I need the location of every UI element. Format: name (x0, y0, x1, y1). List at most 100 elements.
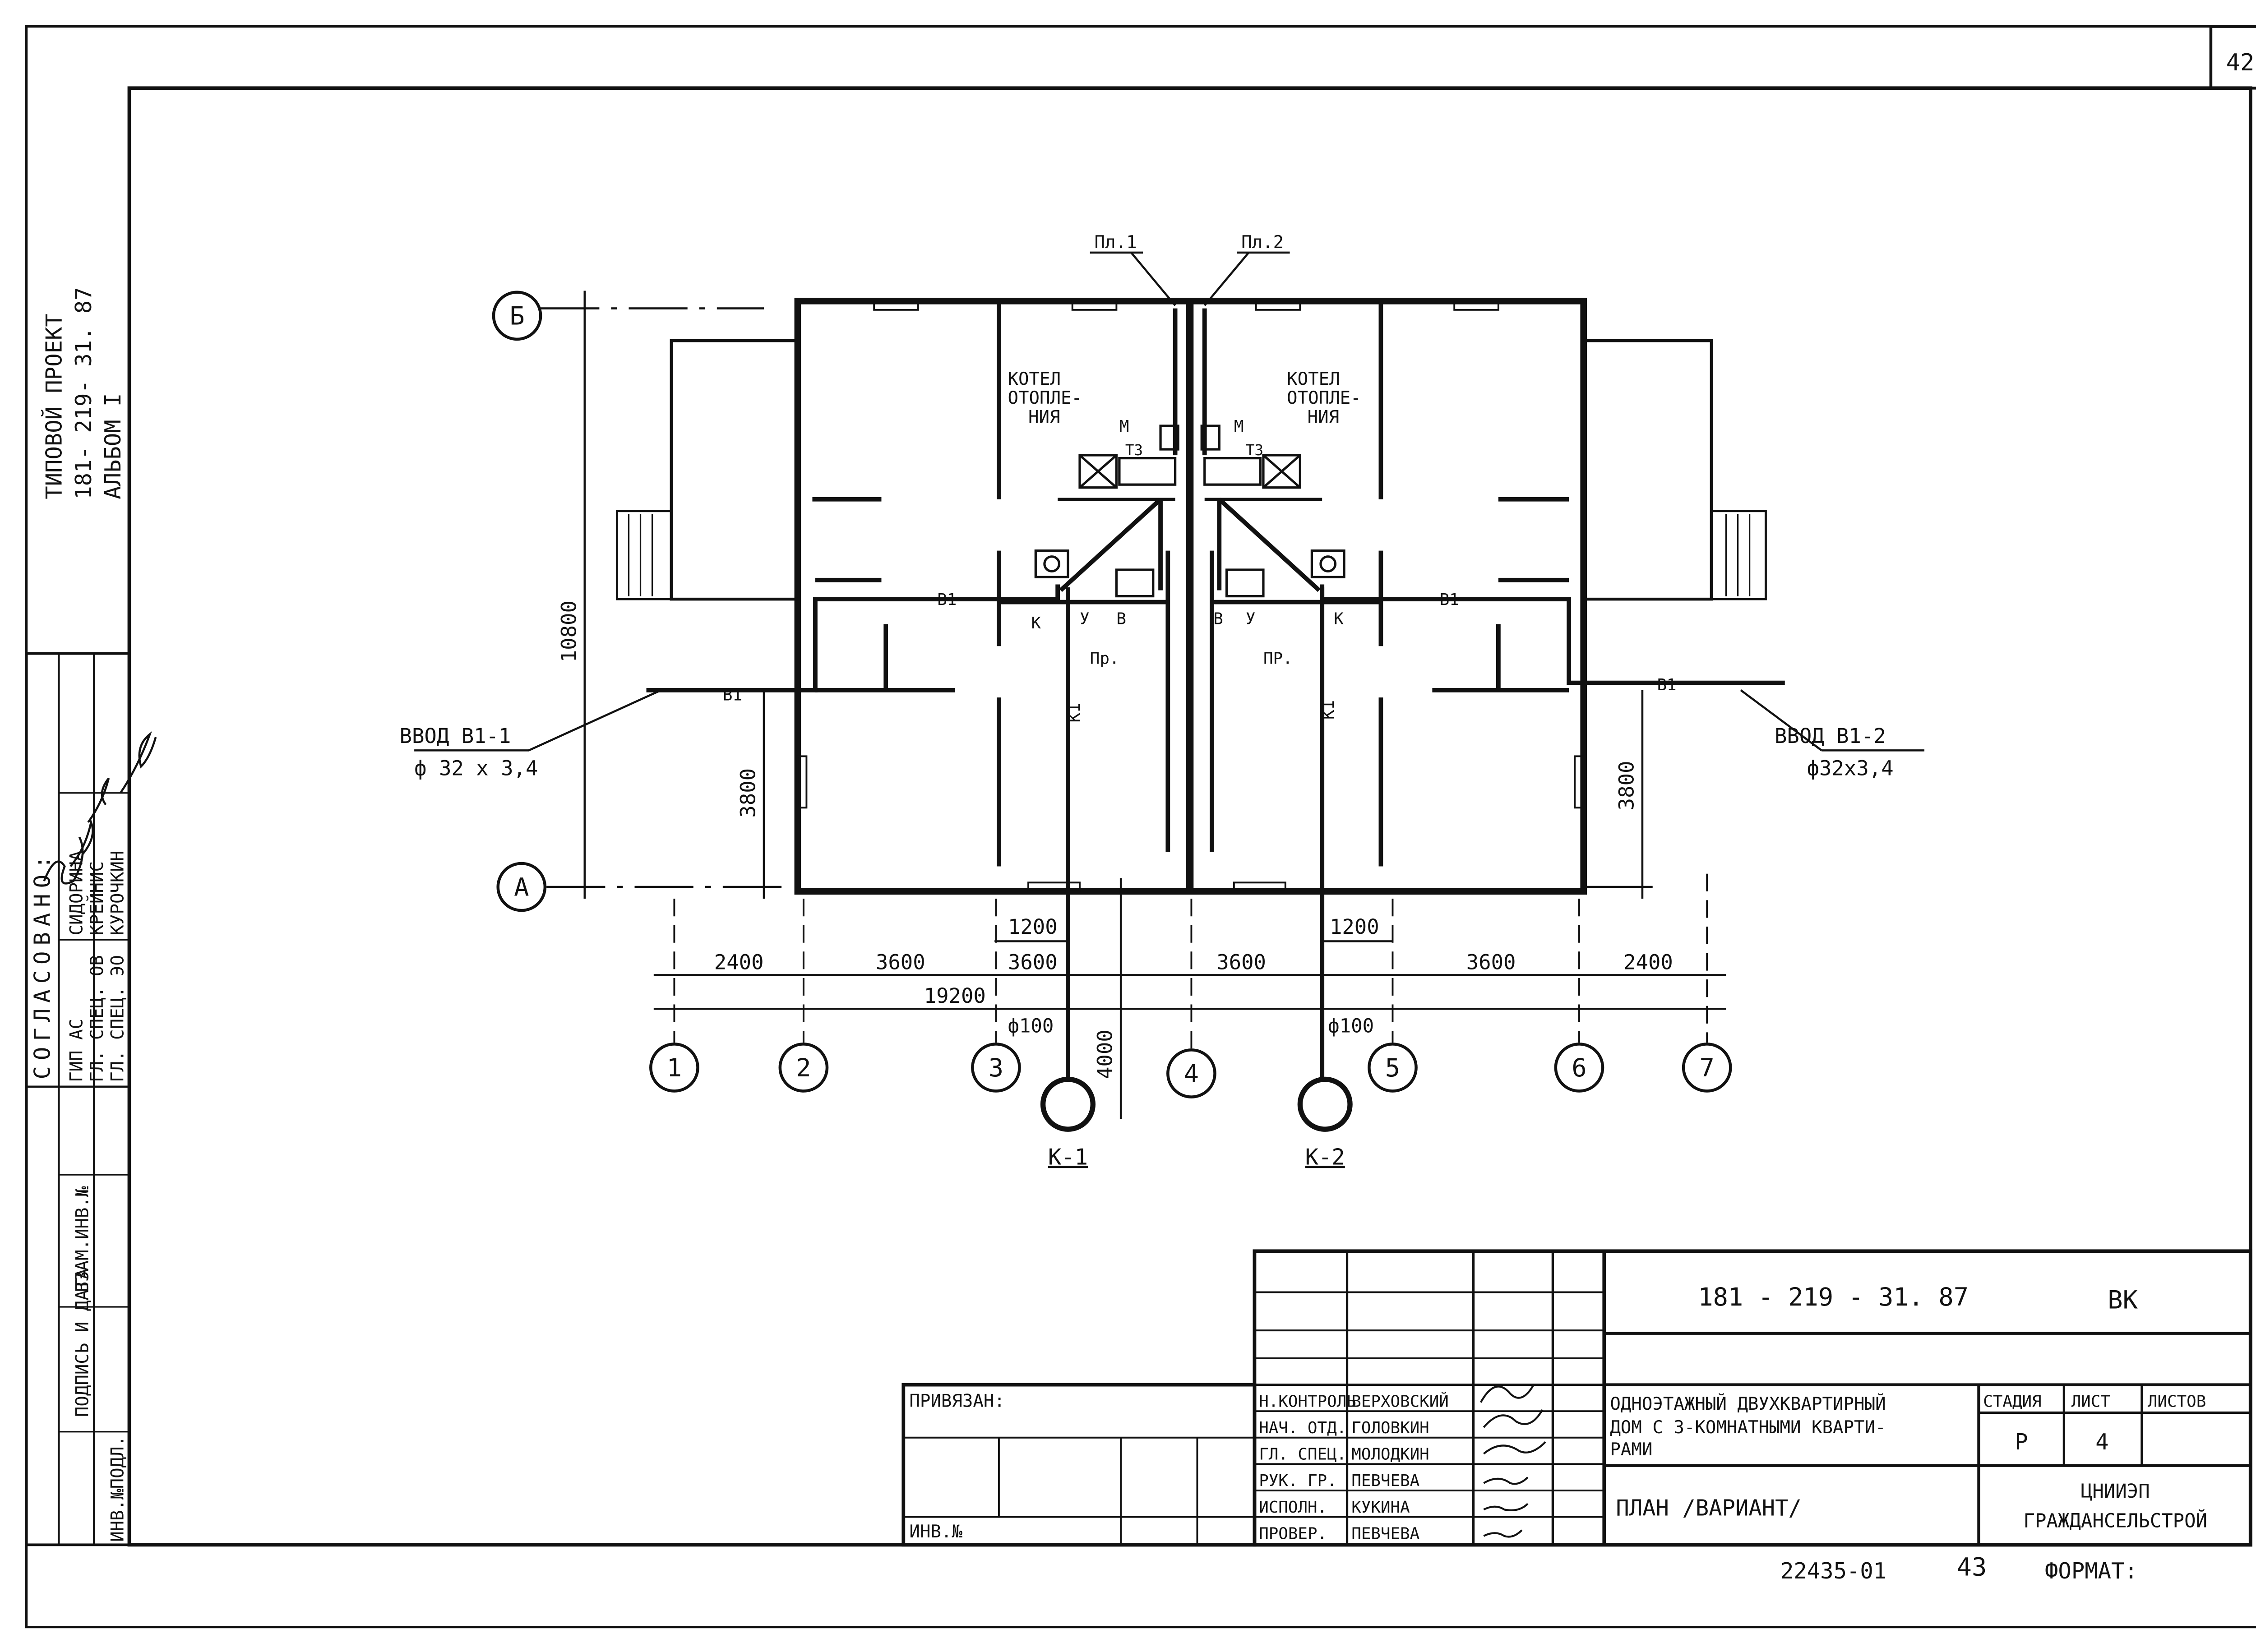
signature-mark (43, 819, 94, 885)
tb-org-1: ЦНИИЭП (2081, 1480, 2150, 1502)
m-label-left: М (1119, 417, 1129, 436)
inv-col-2: ПОДПИСЬ И ДАТА (72, 1269, 92, 1417)
axis-1: 1 (667, 1054, 682, 1083)
b1-left-inlet: В1 (723, 686, 742, 705)
pr-left: Пр. (1090, 649, 1119, 668)
tb-name-6: ПЕВЧЕВА (1351, 1524, 1419, 1543)
dim-1200-left: 1200 (1008, 915, 1058, 939)
dim-1200-right: 1200 (1330, 915, 1379, 939)
inv-col-1: ВЗАМ.ИНВ.№ (72, 1186, 92, 1292)
boiler-left-l3: НИЯ (1028, 407, 1060, 427)
well-k2 (1297, 1076, 1353, 1132)
pipe-d2: ф100 (1328, 1015, 1374, 1037)
boiler-right-l2: ОТОПЛЕ- (1287, 388, 1361, 408)
axis-grid: Б А 1 2 3 4 5 6 7 (492, 291, 1732, 1098)
axis-b: Б (509, 302, 524, 331)
axis-5: 5 (1385, 1054, 1400, 1083)
v-label-right: В (1213, 609, 1223, 628)
k1-right: К1 (1319, 700, 1338, 720)
sheet-number: 42 (2226, 49, 2255, 76)
tb-sheet-label: ЛИСТ (2071, 1392, 2110, 1411)
title-block (901, 1249, 2252, 1547)
pr-right: ПР. (1263, 649, 1293, 668)
well-k1 (1040, 1076, 1096, 1132)
agreement-block: СОГЛАСОВАНО: ГИП АС СИДОРИНА ГЛ. СПЕЦ. О… (25, 652, 157, 1546)
axis-6: 6 (1572, 1054, 1586, 1083)
u-label-right: У (1246, 609, 1256, 628)
dim-3800-right: 3800 (1614, 761, 1638, 811)
project-line2: 181- 219- 31. 87 (71, 287, 97, 499)
tb-desc-2: ДОМ С 3-КОМНАТНЫМИ КВАРТИ- (1610, 1417, 1886, 1438)
axis-3: 3 (989, 1054, 1003, 1083)
inlet1-size: ф 32 х 3,4 (414, 757, 538, 780)
format-label: ФОРМАТ: (2045, 1558, 2138, 1584)
agreed-name-3: КУРОЧКИН (107, 850, 128, 935)
tb-mark: ВК (2108, 1286, 2138, 1315)
tb-name-5: КУКИНА (1351, 1498, 1410, 1517)
tb-name-2: ГОЛОВКИН (1351, 1419, 1429, 1437)
dim-total: 19200 (924, 984, 986, 1008)
page-code: 22435-01 (1780, 1558, 1886, 1584)
tb-org-2: ГРАЖДАНСЕЛЬСТРОЙ (2023, 1509, 2207, 1532)
boiler-right-l3: НИЯ (1308, 407, 1340, 427)
tb-role-5: ИСПОЛН. (1259, 1498, 1327, 1517)
tb-role-3: ГЛ. СПЕЦ. (1259, 1445, 1346, 1464)
tb-tied-label: ПРИВЯЗАН: (909, 1391, 1005, 1411)
tb-sheet-no: 4 (2095, 1429, 2108, 1455)
project-line1: ТИПОВОЙ ПРОЕКТ (42, 314, 67, 499)
boiler-right-l1: КОТЕЛ (1287, 369, 1340, 389)
dimension-lines (583, 291, 1726, 1119)
dim-3600-c: 3600 (1216, 950, 1266, 974)
dim-2400-left: 2400 (714, 950, 764, 974)
dim-4000: 4000 (1093, 1029, 1117, 1079)
dim-height: 10800 (557, 600, 581, 662)
riser-2-label: Пл.2 (1241, 232, 1284, 253)
axis-2: 2 (796, 1054, 811, 1083)
dim-2400-right: 2400 (1623, 950, 1673, 974)
tb-name-1: ВЕРХОВСКИЙ (1351, 1392, 1449, 1411)
v-label-left: В (1116, 609, 1126, 628)
well1-label: К-1 (1048, 1144, 1088, 1170)
k-label-left: К (1031, 614, 1041, 632)
boiler-equipment (1034, 425, 1345, 598)
floor-plan (414, 251, 1925, 1132)
b1-right-hall: В1 (1440, 591, 1459, 609)
agreed-title: СОГЛАСОВАНО: (30, 850, 55, 1080)
tb-role-1: Н.КОНТРОЛЬ (1259, 1392, 1356, 1411)
agreed-role-1: ГИП АС (66, 1019, 87, 1082)
well2-label: К-2 (1305, 1144, 1345, 1170)
axis-4: 4 (1184, 1060, 1199, 1089)
tb-desc-1: ОДНОЭТАЖНЫЙ ДВУХКВАРТИРНЫЙ (1610, 1393, 1886, 1414)
tb-sheets-label: ЛИСТОВ (2148, 1392, 2206, 1411)
signature-mark (1479, 1384, 1546, 1538)
agreed-role-2: ГЛ. СПЕЦ. ОВ (87, 955, 107, 1082)
tb-desc-3: РАМИ (1610, 1440, 1652, 1460)
dim-3600-b: 3600 (1008, 950, 1058, 974)
agreed-name-2: КРЕЙНИС (86, 861, 107, 936)
signature-mark (87, 731, 157, 823)
boiler-left-l2: ОТОПЛЕ- (1008, 388, 1082, 408)
t3-label-right: Т3 (1246, 442, 1263, 459)
tb-role-6: ПРОВЕР. (1259, 1524, 1327, 1543)
u-label-left: У (1080, 609, 1090, 628)
axis-7: 7 (1700, 1054, 1715, 1083)
agreed-role-3: ГЛ. СПЕЦ. ЭО (107, 955, 128, 1082)
t3-label-left: Т3 (1125, 442, 1143, 459)
project-line3: АЛЬБОМ I (100, 393, 126, 499)
tb-role-4: РУК. ГР. (1259, 1472, 1336, 1490)
inlet2-size: ф32х3,4 (1807, 757, 1894, 780)
riser-1-label: Пл.1 (1095, 232, 1137, 253)
inlet2-title: ВВОД В1-2 (1775, 724, 1886, 748)
tb-code: 181 - 219 - 31. 87 (1698, 1283, 1969, 1312)
tb-stage-label: СТАДИЯ (1983, 1392, 2041, 1411)
tb-stage: Р (2015, 1429, 2028, 1455)
dim-3800-left: 3800 (736, 768, 760, 818)
tb-sheet-title: ПЛАН /ВАРИАНТ/ (1616, 1495, 1802, 1521)
agreed-name-1: СИДОРИНА (66, 850, 87, 935)
project-label: ТИПОВОЙ ПРОЕКТ 181- 219- 31. 87 АЛЬБОМ I (42, 287, 126, 499)
tb-name-3: МОЛОДКИН (1351, 1445, 1429, 1464)
m-label-right: М (1234, 417, 1244, 436)
axis-a: А (514, 873, 529, 902)
